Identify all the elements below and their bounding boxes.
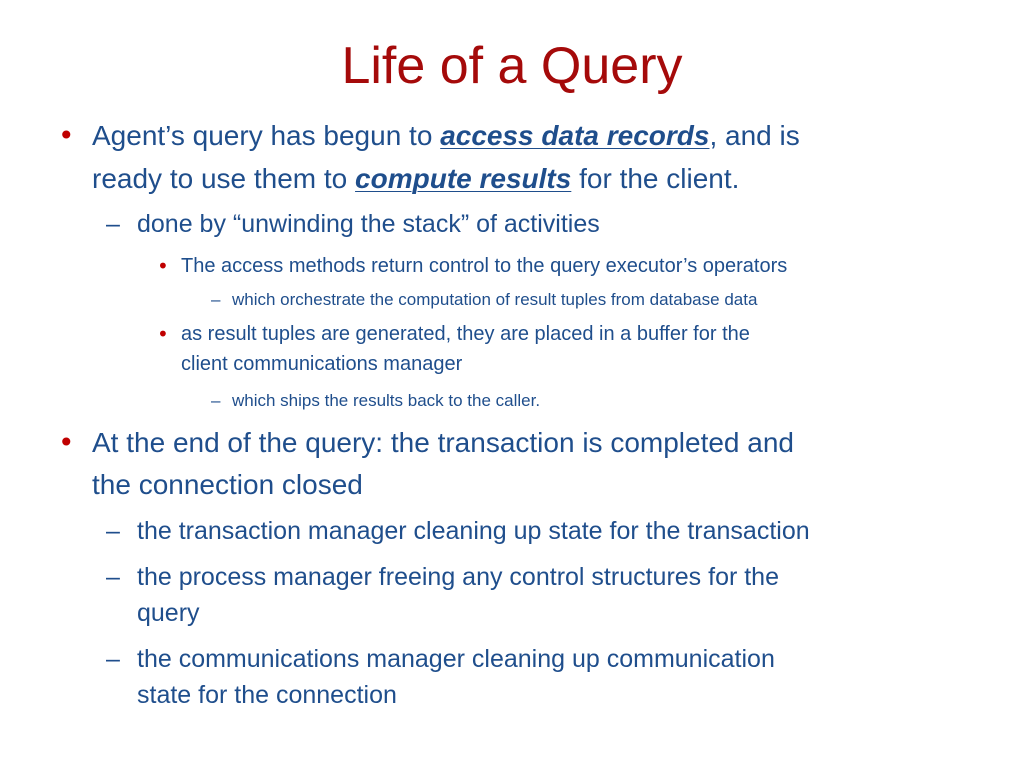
level-4-orchestrate: which orchestrate the computation of res… — [232, 290, 758, 309]
slide-title: Life of a Query — [341, 37, 683, 95]
bullet-1-line-1: Agent’s query has begun to access data r… — [92, 119, 800, 153]
bullet-marker: • — [58, 426, 75, 459]
sub-sub-point-result-tuples-line-2: client communications manager — [181, 353, 463, 375]
bullet-1-text-b: , and is — [709, 120, 800, 151]
dash-marker: – — [211, 391, 221, 410]
level-4-ships-results: which ships the results back to the call… — [232, 391, 541, 410]
bullet-2-line-1: At the end of the query: the transaction… — [92, 427, 794, 458]
sub-sub-point-result-tuples-line-1: as result tuples are generated, they are… — [181, 323, 750, 345]
bullet-marker: • — [157, 322, 169, 346]
bullet-1-text-a: Agent’s query has begun to — [92, 120, 441, 151]
sub-point-communications-manager-line-2: state for the connection — [137, 681, 397, 709]
sub-point-process-manager-line-2: query — [137, 599, 200, 627]
emphasis-compute-results: compute results — [355, 163, 572, 194]
bullet-1-line-2: ready to use them to compute results for… — [92, 162, 739, 196]
bullet-marker: • — [58, 119, 75, 152]
emphasis-access-data-records: access data records — [440, 120, 710, 151]
bullet-1-text-c: ready to use them to — [92, 163, 356, 194]
sub-point-communications-manager-line-1: the communications manager cleaning up c… — [137, 645, 775, 673]
dash-marker: – — [106, 210, 120, 238]
sub-sub-point-access-methods: The access methods return control to the… — [181, 255, 788, 277]
sub-point-process-manager-line-1: the process manager freeing any control … — [137, 563, 779, 591]
dash-marker: – — [106, 563, 120, 591]
dash-marker: – — [106, 517, 120, 545]
dash-marker: – — [211, 290, 221, 309]
sub-point-unwinding: done by “unwinding the stack” of activit… — [137, 210, 600, 238]
bullet-2-line-2: the connection closed — [92, 469, 363, 500]
bullet-marker: • — [157, 254, 169, 278]
bullet-1-text-d: for the client. — [571, 163, 740, 194]
sub-point-transaction-manager: the transaction manager cleaning up stat… — [137, 517, 810, 545]
dash-marker: – — [106, 645, 120, 673]
